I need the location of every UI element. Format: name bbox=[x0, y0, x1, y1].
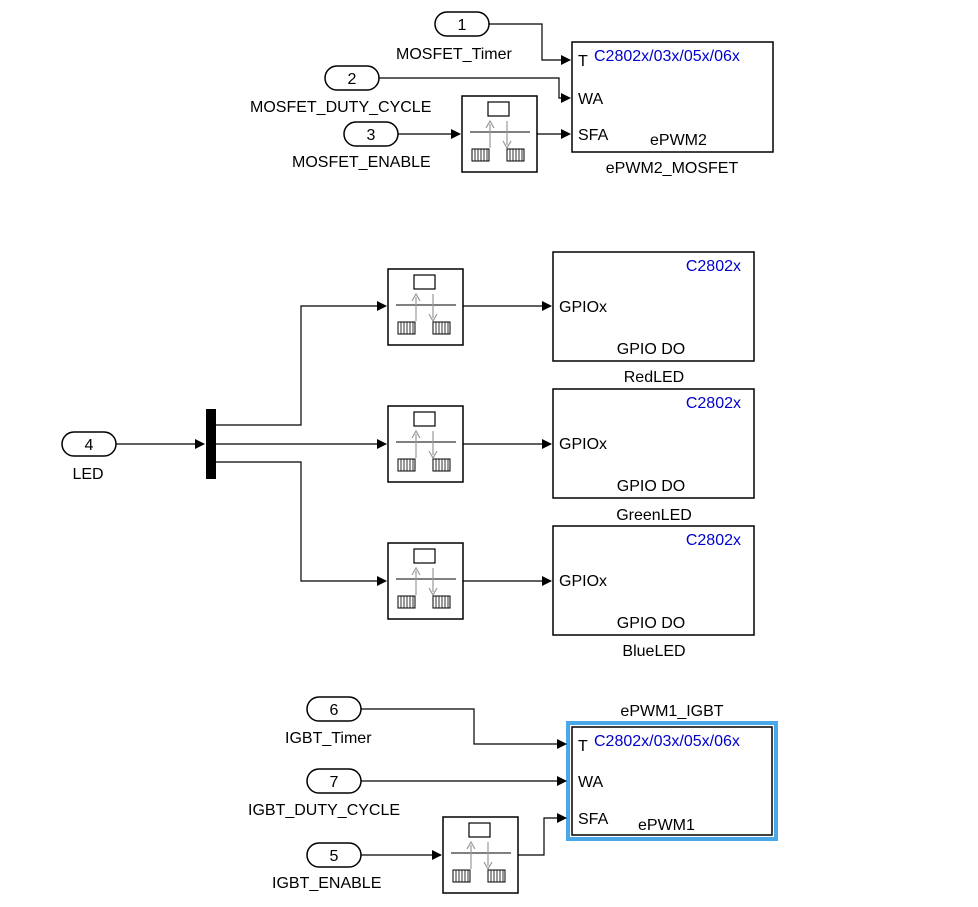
epwm1-target: C2802x/03x/05x/06x bbox=[594, 733, 740, 750]
gpio-green-module: GPIO DO bbox=[617, 478, 685, 495]
gpio-block-red[interactable]: C2802x GPIOx GPIO DO bbox=[552, 251, 755, 362]
gpio-green-target: C2802x bbox=[686, 395, 741, 412]
data-type-conversion-block-mosfet[interactable] bbox=[461, 95, 538, 173]
inport-7-number: 7 bbox=[330, 774, 339, 791]
gpio-blue-port: GPIOx bbox=[559, 573, 607, 590]
inport-1-number: 1 bbox=[458, 17, 467, 34]
inport-6-label: IGBT_Timer bbox=[285, 730, 372, 747]
epwm2-mosfet-block[interactable]: C2802x/03x/05x/06x T WA SFA ePWM2 bbox=[571, 41, 774, 153]
inport-1-label: MOSFET_Timer bbox=[396, 46, 513, 63]
epwm1-block-name: ePWM1_IGBT bbox=[620, 703, 723, 720]
inport-5-label: IGBT_ENABLE bbox=[272, 875, 381, 892]
inport-5[interactable]: 5 bbox=[306, 842, 362, 868]
epwm2-port-sfa: SFA bbox=[578, 127, 609, 144]
gpio-red-module: GPIO DO bbox=[617, 341, 685, 358]
gpio-block-blue[interactable]: C2802x GPIOx GPIO DO bbox=[552, 525, 755, 636]
inport-5-number: 5 bbox=[330, 848, 339, 865]
epwm1-port-sfa: SFA bbox=[578, 811, 609, 828]
gpio-blue-module: GPIO DO bbox=[617, 615, 685, 632]
inport-6[interactable]: 6 bbox=[306, 696, 362, 722]
data-type-conversion-block-red[interactable] bbox=[387, 268, 464, 346]
mosfet-wires bbox=[379, 23, 571, 139]
inport-3[interactable]: 3 bbox=[343, 121, 399, 147]
epwm1-port-wa: WA bbox=[578, 774, 604, 791]
inport-2-label: MOSFET_DUTY_CYCLE bbox=[250, 99, 431, 116]
epwm2-target: C2802x/03x/05x/06x bbox=[594, 48, 740, 65]
inport-6-number: 6 bbox=[330, 702, 339, 719]
gpio-green-name: GreenLED bbox=[616, 507, 692, 524]
gpio-green-port: GPIOx bbox=[559, 436, 607, 453]
gpio-red-name: RedLED bbox=[624, 369, 684, 386]
inport-2-number: 2 bbox=[348, 71, 357, 88]
gpio-blue-target: C2802x bbox=[686, 532, 741, 549]
inport-4[interactable]: 4 bbox=[61, 431, 117, 457]
led-wires bbox=[116, 301, 552, 586]
inport-1[interactable]: 1 bbox=[434, 11, 490, 37]
inport-7-label: IGBT_DUTY_CYCLE bbox=[248, 802, 400, 819]
epwm1-igbt-block-selected[interactable]: C2802x/03x/05x/06x T WA SFA ePWM1 bbox=[566, 721, 778, 841]
gpio-red-target: C2802x bbox=[686, 258, 741, 275]
inport-3-label: MOSFET_ENABLE bbox=[292, 154, 431, 171]
epwm2-module: ePWM2 bbox=[650, 132, 707, 149]
data-type-conversion-block-igbt[interactable] bbox=[442, 816, 519, 894]
gpio-block-green[interactable]: C2802x GPIOx GPIO DO bbox=[552, 388, 755, 499]
demux-block[interactable] bbox=[206, 409, 216, 479]
inport-4-label: LED bbox=[72, 466, 103, 483]
epwm2-port-wa: WA bbox=[578, 91, 604, 108]
inport-7[interactable]: 7 bbox=[306, 768, 362, 794]
epwm1-module: ePWM1 bbox=[638, 817, 695, 834]
epwm2-port-t: T bbox=[578, 53, 588, 70]
inport-2[interactable]: 2 bbox=[324, 65, 380, 91]
gpio-red-port: GPIOx bbox=[559, 299, 607, 316]
epwm1-port-t: T bbox=[578, 738, 588, 755]
data-type-conversion-block-green[interactable] bbox=[387, 405, 464, 483]
igbt-wires bbox=[361, 708, 567, 860]
inport-4-number: 4 bbox=[85, 437, 94, 454]
inport-3-number: 3 bbox=[367, 127, 376, 144]
epwm2-block-name: ePWM2_MOSFET bbox=[606, 160, 739, 177]
data-type-conversion-block-blue[interactable] bbox=[387, 542, 464, 620]
gpio-blue-name: BlueLED bbox=[622, 643, 685, 660]
